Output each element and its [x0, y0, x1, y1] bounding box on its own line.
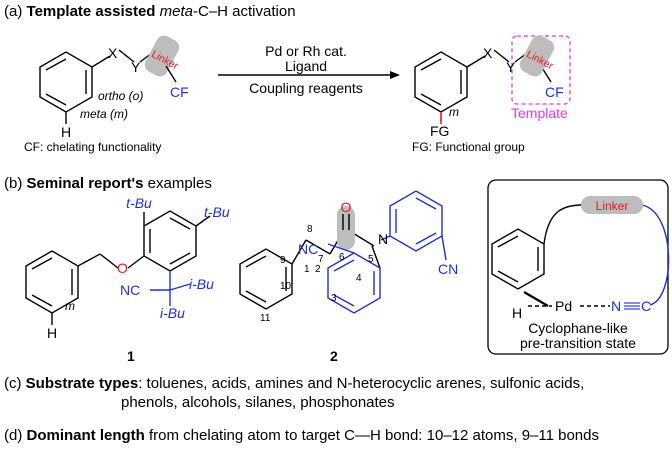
cf-caption: CF: chelating functionality [24, 140, 161, 154]
template-label: Template [511, 105, 568, 121]
linker-highlight-product [519, 35, 555, 77]
tbu-group-1: t-Bu [126, 195, 152, 211]
compound-2-number: 2 [330, 348, 338, 364]
linker-highlight-box [581, 196, 643, 214]
cf-label: CF [170, 84, 189, 100]
svg-text:2: 2 [315, 264, 321, 275]
y-atom: Y [131, 59, 141, 75]
fg-caption: FG: Functional group [412, 140, 525, 154]
nitrogen-atom-box: N [611, 298, 621, 314]
reaction-arrow [218, 71, 400, 79]
ibu-group-1: i-Bu [189, 276, 214, 292]
box-caption-2: pre-transition state [520, 335, 636, 351]
svg-text:5: 5 [368, 254, 374, 265]
svg-text:6: 6 [339, 252, 345, 263]
svg-text:11: 11 [260, 313, 271, 324]
section-d: (d) Dominant length from chelating atom … [4, 427, 599, 444]
linker-highlight [144, 35, 180, 77]
nitrile-label-2b: CN [438, 261, 458, 277]
oxygen-atom-2: O [341, 199, 352, 215]
reactant-structure [39, 49, 157, 124]
svg-text:(a) Template assisted: (a) Template assisted meta-C–H activatio… [4, 3, 296, 20]
linker-label-box: Linker [596, 199, 629, 213]
ortho-label: ortho (o) [98, 89, 143, 103]
meta-label-1: m [65, 299, 75, 313]
x-atom: X [108, 45, 118, 61]
nitrogen-atom-2: N [378, 231, 388, 247]
oxygen-atom-1: O [117, 260, 128, 276]
fg-label: FG [430, 123, 449, 139]
carbon-atom-box: C [641, 298, 651, 314]
svg-text:7: 7 [318, 254, 324, 265]
svg-text:(b) Seminal report's exa: (b) Seminal report's examples [4, 175, 212, 192]
tbu-group-2: t-Bu [204, 204, 230, 220]
ibu-group-2: i-Bu [160, 305, 185, 321]
ligand-label: Ligand [285, 58, 327, 74]
compound-1-template [150, 271, 191, 306]
nitrile-label-2a: NC [298, 241, 318, 257]
catalyst-label: Pd or Rh cat. [265, 43, 347, 59]
palladium-atom: Pd [555, 298, 572, 314]
section-c: (c) Substrate types: toluenes, acids, am… [4, 375, 584, 411]
box-caption-1: Cyclophane-like [528, 320, 628, 336]
atom-numbers: 8 7 6 5 9 10 11 4 1 2 3 [260, 224, 374, 324]
svg-text:4: 4 [356, 273, 362, 284]
compound-2-structure [239, 229, 381, 310]
compound-2-template [327, 190, 447, 314]
transition-state-structure [491, 204, 610, 307]
h-atom-1: H [47, 325, 57, 341]
x-atom-product: X [483, 45, 493, 61]
svg-text:(c) Substrate types: tol: (c) Substrate types: toluenes, acids, am… [4, 375, 584, 392]
cf-label-product: CF [545, 84, 564, 100]
reagents-label: Coupling reagents [249, 80, 363, 96]
svg-text:3: 3 [331, 293, 337, 304]
carbonyl-highlight [337, 206, 355, 250]
h-atom-box: H [512, 305, 522, 321]
compound-1-number: 1 [127, 348, 135, 364]
meta-label-product: m [449, 105, 459, 119]
nitrile-label-1: NC [120, 282, 140, 298]
svg-text:1: 1 [304, 264, 310, 275]
svg-text:9: 9 [280, 255, 286, 266]
y-atom-product: Y [506, 59, 516, 75]
svg-text:8: 8 [307, 224, 313, 235]
meta-label: meta (m) [80, 107, 128, 121]
section-a-heading: (a) Template assisted meta-C–H activatio… [4, 3, 296, 20]
h-atom: H [61, 124, 71, 140]
svg-text:phenols, alcohols, silanes, ph: phenols, alcohols, silanes, phosphonates [121, 394, 395, 411]
section-b-heading: (b) Seminal report's examples [4, 175, 212, 192]
svg-text:10: 10 [280, 281, 292, 292]
svg-text:(d) Dominant length from: (d) Dominant length from chelating atom … [4, 427, 599, 444]
